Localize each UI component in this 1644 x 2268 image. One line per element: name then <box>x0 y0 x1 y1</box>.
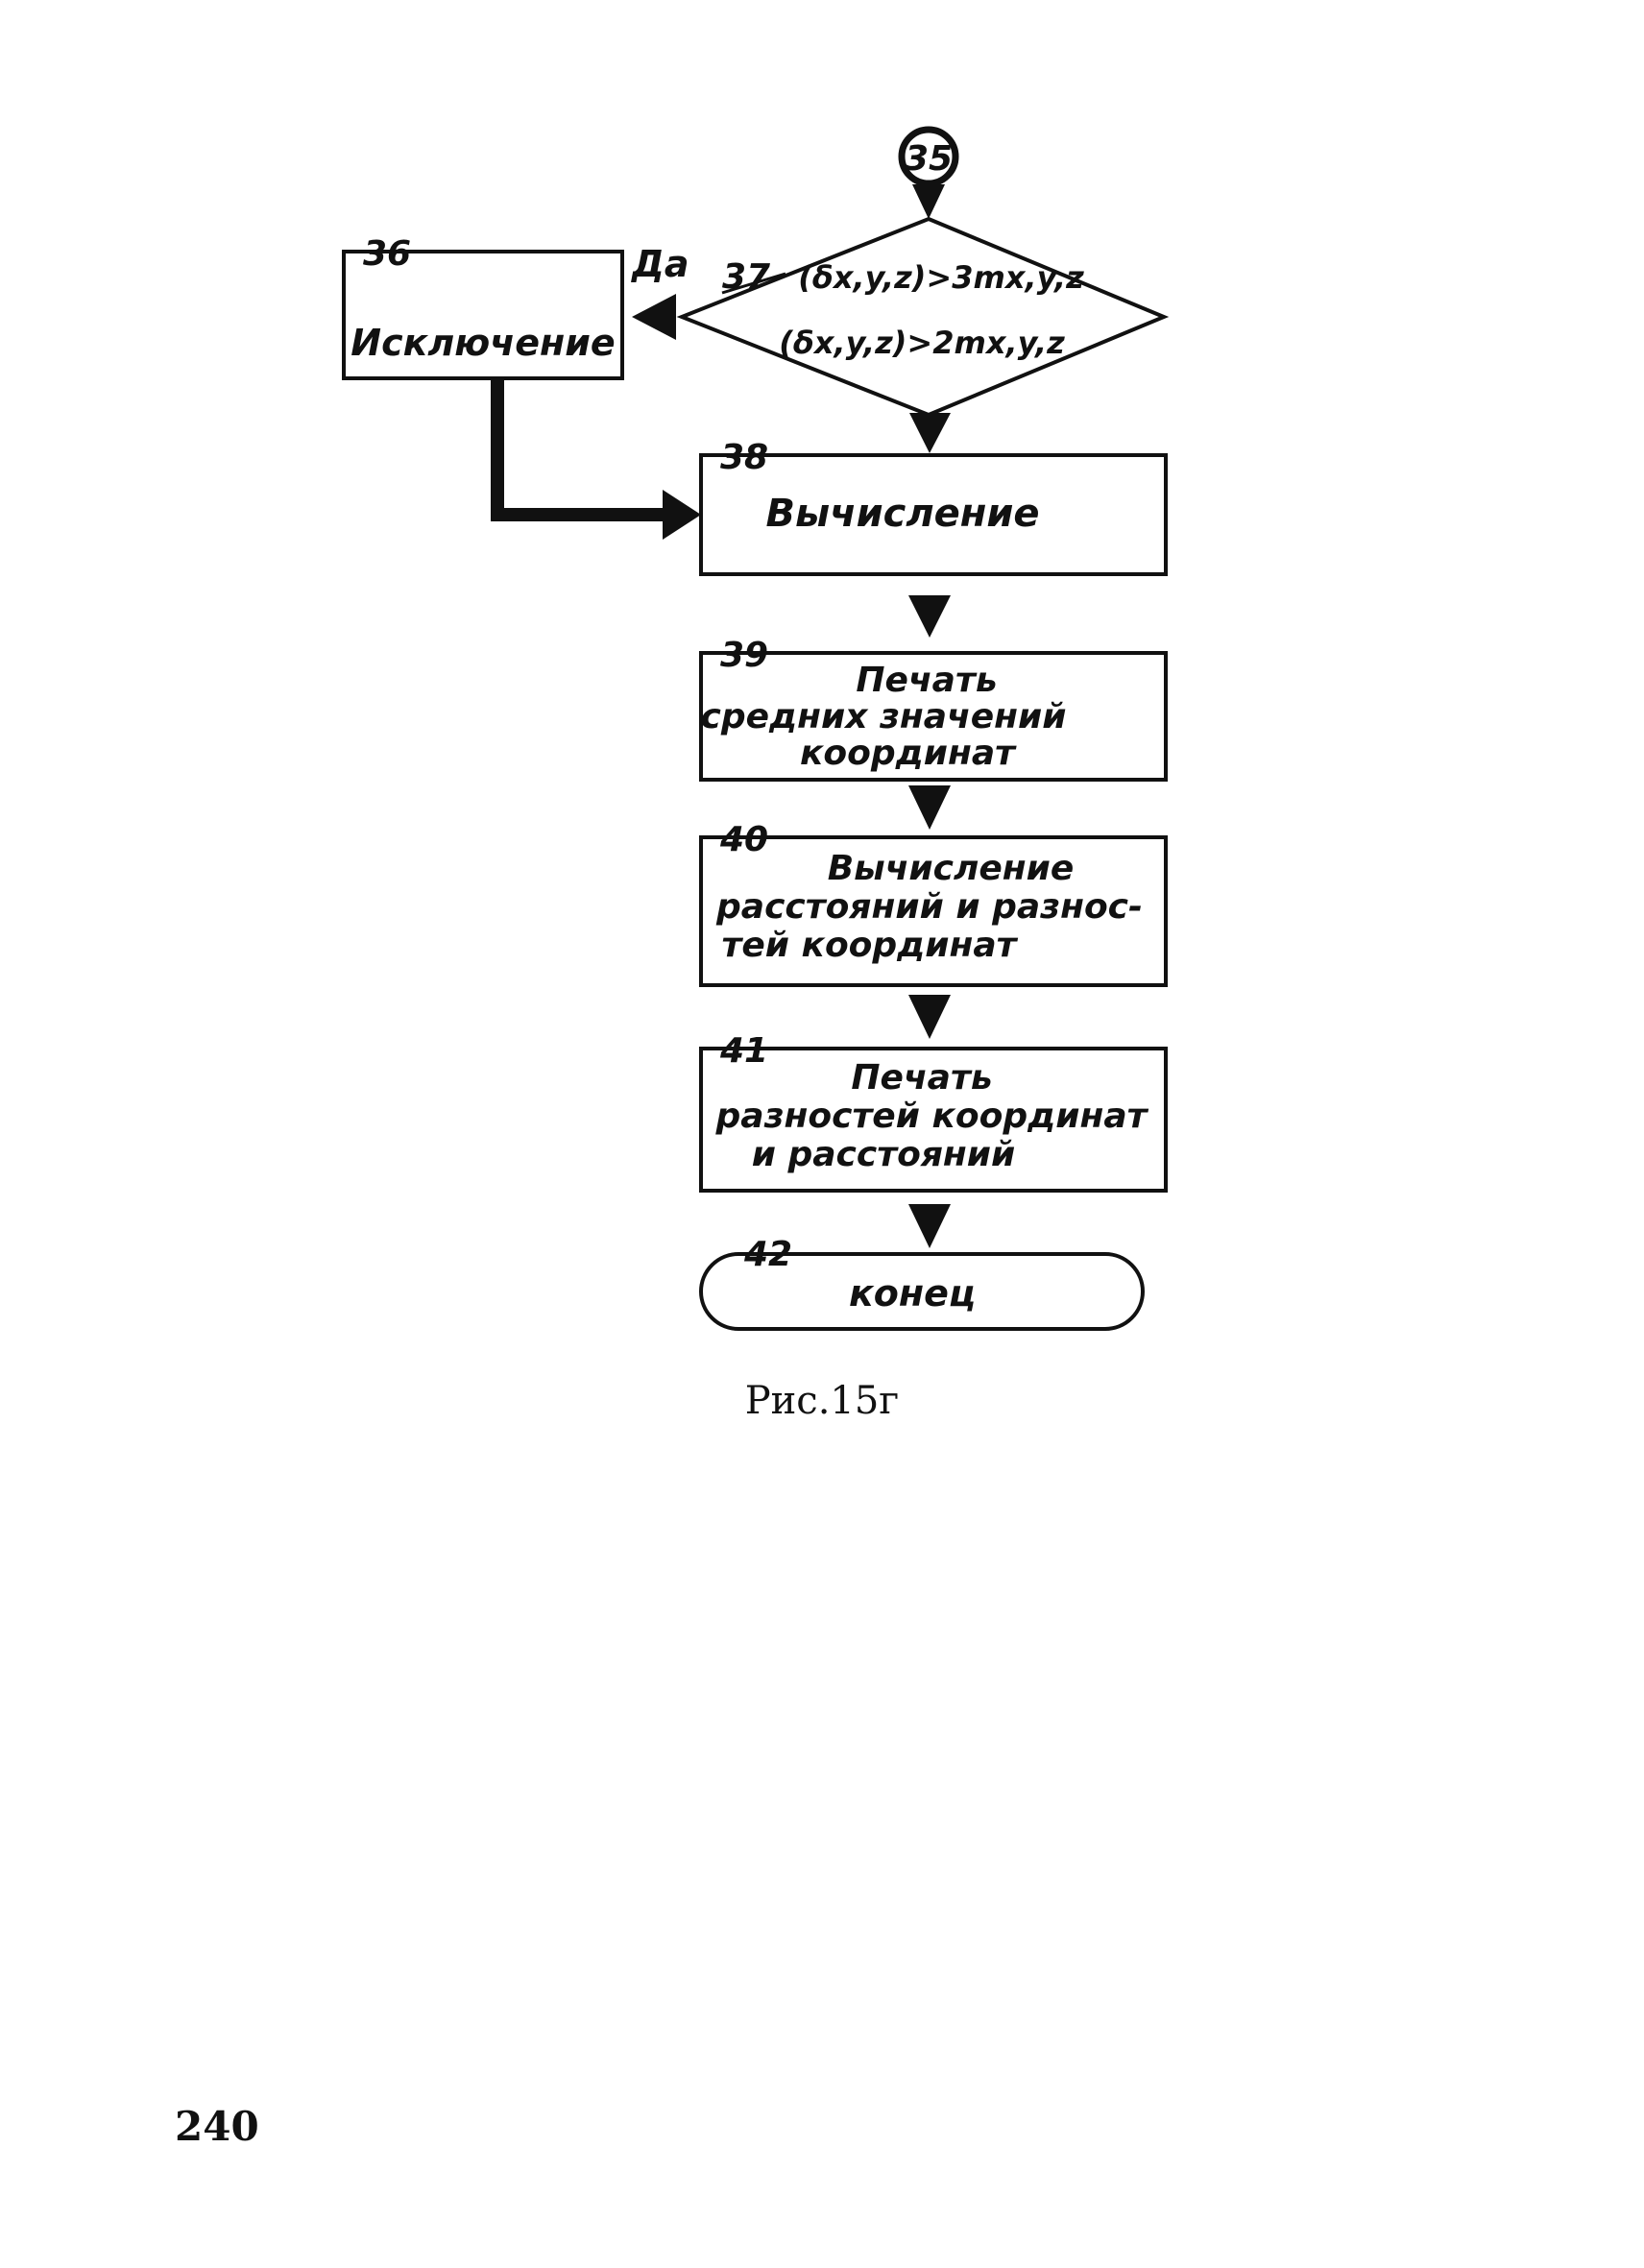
arrowhead <box>909 413 951 453</box>
process-39: 39 Печать средних значений координат <box>699 636 1168 782</box>
block-text: Вычисление <box>765 492 1039 536</box>
block-text-line: тей координат <box>721 926 1018 965</box>
process-41: 41 Печать разностей координат и расстоян… <box>699 1031 1168 1193</box>
process-38: 38 Вычисление <box>699 438 1168 576</box>
condition-line-2: (δx,y,z)>2mx,y,z <box>779 325 1065 361</box>
block-text-line: средних значений <box>701 697 1067 736</box>
block-text: конец <box>849 1272 976 1315</box>
arrowhead <box>912 184 945 219</box>
block-text-line: Вычисление <box>828 849 1075 888</box>
arrowhead <box>663 490 701 540</box>
block-number: 42 <box>743 1235 792 1274</box>
block-text-line: координат <box>800 734 1017 773</box>
arrowhead <box>908 785 951 830</box>
block-text: Исключение <box>351 322 615 364</box>
arrowhead <box>908 595 951 638</box>
block-number: 41 <box>719 1031 768 1071</box>
process-36: 36 Исключение <box>342 234 624 380</box>
page-number: 240 <box>175 2103 259 2150</box>
arrowhead <box>632 294 676 340</box>
figure-caption: Рис.15г <box>744 1379 900 1423</box>
decision-37: 37 (δx,y,z)>3mx,y,z (δx,y,z)>2mx,y,z Да <box>631 216 1170 418</box>
block-text-line: и расстояний <box>752 1135 1016 1174</box>
block-number: 39 <box>720 636 768 675</box>
process-40: 40 Вычисление расстояний и разнос- тей к… <box>699 820 1168 987</box>
block-text-line: разностей координат <box>715 1097 1149 1136</box>
connector-35: 35 <box>898 126 959 187</box>
flow-line <box>491 378 663 521</box>
yes-label: Да <box>631 243 689 285</box>
block-text-line: Печать <box>851 1058 992 1098</box>
block-number: 38 <box>720 438 768 477</box>
terminator-42: 42 конец <box>699 1235 1145 1331</box>
block-number: 40 <box>719 820 768 859</box>
block-number: 36 <box>363 234 411 274</box>
arrowhead <box>908 995 951 1039</box>
block-text-line: Печать <box>856 661 997 700</box>
condition-line-1: (δx,y,z)>3mx,y,z <box>798 259 1084 296</box>
connector-label: 35 <box>905 139 953 179</box>
block-number: 37 <box>722 257 770 297</box>
arrowhead <box>908 1204 951 1248</box>
block-text-line: расстояний и разнос- <box>715 887 1143 927</box>
